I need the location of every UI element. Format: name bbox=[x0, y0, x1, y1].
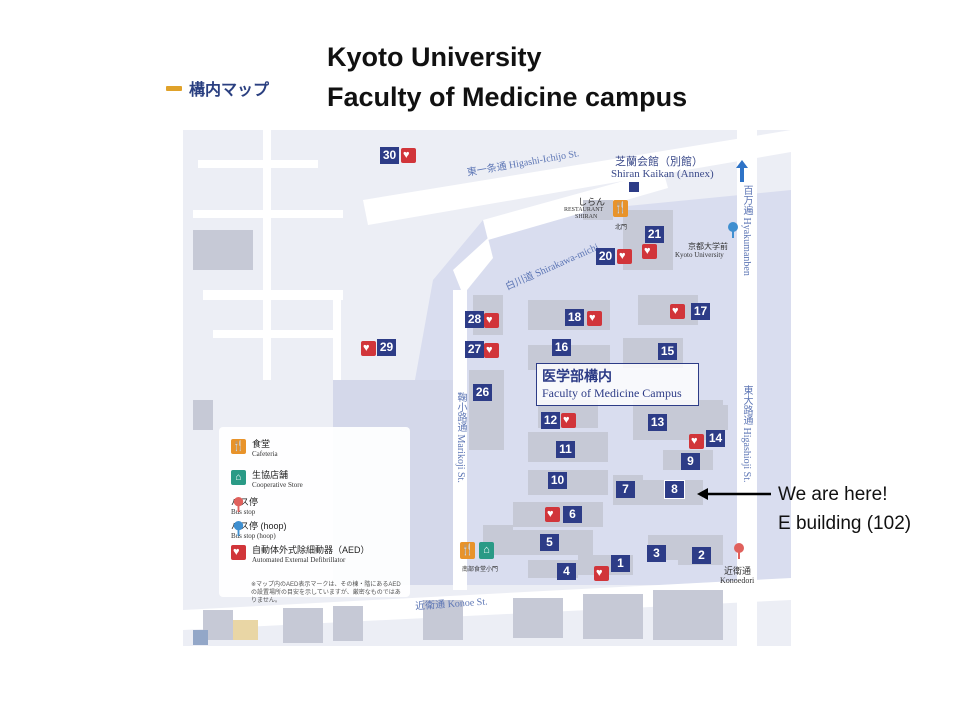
aed-icon[interactable] bbox=[594, 566, 609, 581]
aed-icon[interactable] bbox=[670, 304, 685, 319]
legend-aed-en: Automated External Defibrillator bbox=[252, 556, 346, 564]
restaurant-en-2: SHIRAN bbox=[575, 214, 598, 220]
building-27[interactable]: 27 bbox=[465, 341, 484, 358]
street-hyakumanben: 百万遍 Hyakumanben bbox=[741, 185, 752, 276]
building-14[interactable]: 14 bbox=[706, 430, 725, 447]
title-line-1: Kyoto University bbox=[327, 42, 542, 72]
campus-map[interactable]: 東一条通 Higashi-Ichijo St. 白川道 Shirakawa-mi… bbox=[183, 130, 791, 646]
section-tag: 構内マップ bbox=[166, 76, 269, 100]
building-5[interactable]: 5 bbox=[540, 534, 559, 551]
shiran-kaikan-marker bbox=[629, 182, 639, 192]
aed-icon[interactable] bbox=[642, 244, 657, 259]
building-8[interactable]: 8 bbox=[664, 480, 685, 499]
north-gate-label: 北門 bbox=[615, 225, 628, 231]
building-7[interactable]: 7 bbox=[616, 481, 635, 498]
legend-busstop-jp: バス停 bbox=[231, 497, 259, 507]
restaurant-icon[interactable]: 🍴 bbox=[613, 200, 628, 217]
legend-busstop-en: Bus stop bbox=[231, 508, 256, 516]
aed-icon[interactable] bbox=[561, 413, 576, 428]
building-21[interactable]: 21 bbox=[645, 226, 664, 243]
title-line-2: Faculty of Medicine campus bbox=[327, 82, 688, 112]
campus-label-jp: 医学部構内 bbox=[542, 368, 612, 384]
coop-store-icon: ⌂ bbox=[231, 470, 246, 485]
building-28[interactable]: 28 bbox=[465, 311, 484, 328]
aed-legend-icon bbox=[231, 545, 246, 560]
building-12[interactable]: 12 bbox=[541, 412, 560, 429]
bus-konoe-jp: 近衛通 bbox=[724, 566, 752, 576]
bus-kyoto-en: Kyoto University bbox=[675, 251, 724, 259]
building-10[interactable]: 10 bbox=[548, 472, 567, 489]
bus-stop-legend-icon bbox=[233, 497, 244, 512]
bus-stop-hoop-legend-icon bbox=[233, 521, 244, 536]
cafeteria-icon: 🍴 bbox=[231, 439, 246, 454]
building-15[interactable]: 15 bbox=[658, 343, 677, 360]
legend-aed: 自動体外式除細動器（AED）Automated External Defibri… bbox=[231, 545, 370, 565]
aed-icon[interactable] bbox=[401, 148, 416, 163]
legend-cafeteria-jp: 食堂 bbox=[252, 439, 271, 449]
legend-coop-en: Cooperative Store bbox=[252, 481, 303, 489]
bus-stop-icon[interactable] bbox=[733, 543, 745, 559]
aed-icon[interactable] bbox=[689, 434, 704, 449]
shiran-kaikan-jp: 芝蘭会館（別館） bbox=[615, 156, 703, 168]
shiran-kaikan-en: Shiran Kaikan (Annex) bbox=[611, 168, 714, 180]
north-arrow-icon bbox=[736, 160, 748, 182]
building-1[interactable]: 1 bbox=[611, 555, 630, 572]
campus-label-en: Faculty of Medicine Campus bbox=[542, 386, 682, 400]
legend-hoop: バス停 (hoop)Bus stop (hoop) bbox=[231, 521, 287, 541]
south-cafeteria-gate: 南部食堂小門 bbox=[462, 567, 499, 573]
building-17[interactable]: 17 bbox=[691, 303, 710, 320]
aed-icon[interactable] bbox=[587, 311, 602, 326]
bus-kyoto-jp: 京都大学前 bbox=[688, 242, 728, 251]
section-bar bbox=[166, 85, 182, 91]
aed-icon[interactable] bbox=[484, 343, 499, 358]
callout-line-1: We are here! bbox=[778, 484, 888, 505]
building-4[interactable]: 4 bbox=[557, 563, 576, 580]
aed-icon[interactable] bbox=[484, 313, 499, 328]
aed-icon[interactable] bbox=[545, 507, 560, 522]
restaurant-jp: しらん bbox=[578, 197, 606, 207]
campus-label-box: 医学部構内 Faculty of Medicine Campus bbox=[536, 363, 699, 406]
legend-cafeteria-en: Cafeteria bbox=[252, 450, 278, 458]
section-label: 構内マップ bbox=[189, 82, 270, 99]
building-16[interactable]: 16 bbox=[552, 339, 571, 356]
south-cafeteria-icon[interactable]: 🍴 bbox=[460, 542, 475, 559]
arrow-left-icon bbox=[697, 488, 771, 500]
building-30[interactable]: 30 bbox=[380, 147, 399, 164]
bus-stop-hoop-icon[interactable] bbox=[727, 222, 739, 238]
legend-coop-jp: 生協店舗 bbox=[252, 470, 289, 480]
building-26[interactable]: 26 bbox=[473, 384, 492, 401]
street-higashioji: 東大路通 Higashioji St. bbox=[741, 385, 752, 483]
street-marikoji: 鞠小路通 Marikoji St. bbox=[455, 392, 466, 483]
building-13[interactable]: 13 bbox=[648, 414, 667, 431]
building-11[interactable]: 11 bbox=[556, 441, 575, 458]
building-18[interactable]: 18 bbox=[565, 309, 584, 326]
legend-aed-jp: 自動体外式除細動器（AED） bbox=[252, 545, 370, 555]
legend-hoop-jp: バス停 (hoop) bbox=[231, 521, 287, 531]
legend-note: ※マップ内のAED表示マークは、その棟・階にあるAEDの設置場所の目安を示してい… bbox=[251, 582, 401, 604]
south-coop-icon[interactable]: ⌂ bbox=[479, 542, 494, 559]
callout-line-2: E building (102) bbox=[778, 513, 912, 534]
restaurant-en-1: RESTAURANT bbox=[564, 207, 604, 213]
building-9[interactable]: 9 bbox=[681, 453, 700, 470]
legend-hoop-en: Bus stop (hoop) bbox=[231, 532, 276, 540]
building-6[interactable]: 6 bbox=[563, 506, 582, 523]
building-29[interactable]: 29 bbox=[377, 339, 396, 356]
building-3[interactable]: 3 bbox=[647, 545, 666, 562]
aed-icon[interactable] bbox=[361, 341, 376, 356]
bus-konoe-en: Konoedori bbox=[720, 576, 755, 585]
building-20[interactable]: 20 bbox=[596, 248, 615, 265]
aed-icon[interactable] bbox=[617, 249, 632, 264]
building-2[interactable]: 2 bbox=[692, 547, 711, 564]
